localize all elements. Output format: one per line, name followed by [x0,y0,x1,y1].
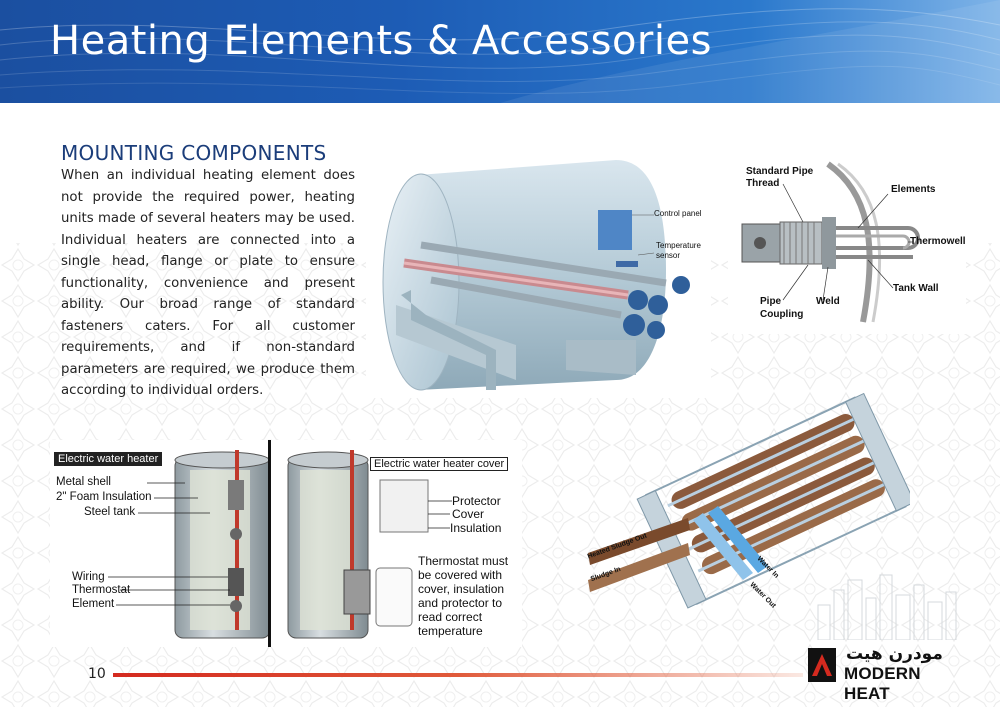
city-skyline-decoration [817,574,957,640]
tank-illustration [382,160,690,391]
tank-wall-label: Tank Wall [893,283,939,294]
water-heater-illustration [108,440,452,647]
flame-icon [812,654,832,676]
section-body: When an individual heating element does … [61,168,355,398]
thermostat-note-line-6: temperature [418,624,483,638]
section-title: MOUNTING COMPONENTS [61,141,327,165]
thermostat-label: Thermostat [72,584,131,596]
foam-insulation-label: 2" Foam Insulation [56,491,152,503]
water-heater-cover-title: Electric water heater cover [370,457,509,471]
wiring-label: Wiring [72,571,105,583]
steel-tank-label: Steel tank [84,506,136,518]
electric-water-heater-title: Electric water heater [54,452,163,466]
thermostat-note-line-5: read correct [418,610,483,624]
heat-exchanger-figure: Heated Sludge Out Sludge In Water In Wat… [578,368,916,618]
page-header: Heating Elements & Accessories [0,0,1000,103]
temperature-sensor-label-2: sensor [656,251,681,260]
insulation-label: Insulation [450,521,502,535]
logo-mark-icon [808,648,836,682]
thermostat-note-line-1: Thermostat must [418,554,509,568]
thermostat-note-line-3: cover, insulation [418,582,505,596]
modern-heat-logo: مودرن هيت MODERN HEAT [808,644,968,703]
header-wave-decoration [0,0,1000,103]
weld-label: Weld [816,296,840,307]
thermowell-label: Thermowell [910,236,966,247]
thermostat-note-line-4: and protector to [418,596,503,610]
standard-pipe-thread-label-1: Standard Pipe [746,166,814,177]
water-heater-figure: Electric water heater Electric water hea… [50,440,522,647]
metal-shell-label: Metal shell [56,476,111,488]
thermostat-note-line-2: be covered with [418,568,503,582]
cover-label: Cover [452,507,485,521]
page-title: Heating Elements & Accessories [50,18,712,64]
footer-accent-bar [113,673,803,677]
logo-arabic-text: مودرن هيت [846,644,943,664]
heat-exchanger-illustration [588,392,916,609]
pipe-thread-figure: Standard Pipe Thread Elements Thermowell… [728,152,966,334]
protector-label: Protector [452,494,501,508]
pipe-coupling-label-1: Pipe [760,296,782,307]
element-label: Element [72,598,115,610]
elements-label: Elements [891,184,936,195]
standard-pipe-thread-label-2: Thread [746,178,780,189]
pipe-coupling-label-2: Coupling [760,309,804,320]
page-number: 10 [88,666,106,682]
temperature-sensor-label-1: Temperature [656,241,701,250]
pipe-thread-illustration [741,161,920,323]
tank-heater-figure: Control panel Temperature sensor [366,155,711,398]
logo-english-text: MODERN HEAT [844,664,921,703]
control-panel-label: Control panel [654,209,702,218]
